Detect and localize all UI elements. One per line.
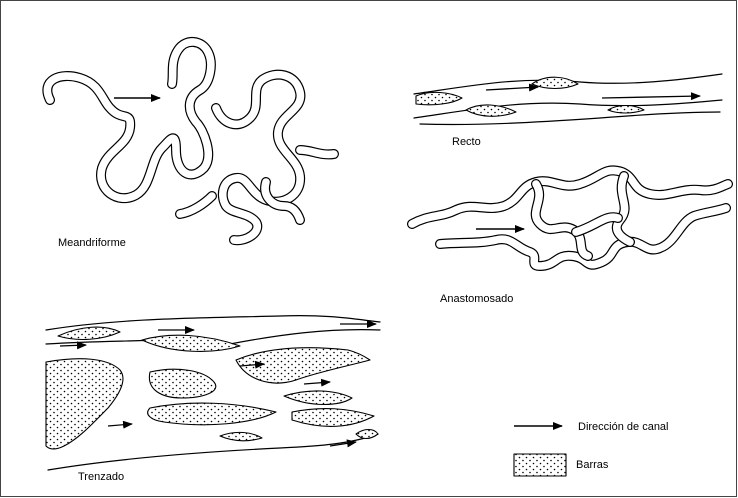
anastomosing-link-3 — [576, 217, 618, 232]
braided-bar-4 — [149, 369, 215, 398]
anastomosing-link-2 — [617, 176, 630, 242]
straight-bar-4 — [608, 106, 644, 114]
flow-arrow — [486, 87, 538, 90]
straight-bar-3 — [532, 77, 578, 88]
recto-label: Recto — [452, 136, 481, 148]
braided-bar-7 — [148, 403, 276, 425]
legend-direccion-label: Dirección de canal — [578, 421, 669, 433]
meandriforme-label: Meandriforme — [58, 237, 126, 249]
braided-bar-9 — [220, 432, 262, 440]
flow-arrow — [108, 424, 132, 426]
braided-bar-10 — [356, 430, 378, 439]
braided-bar-5 — [236, 348, 370, 383]
anastomosing-channel-figure — [412, 170, 728, 266]
flow-arrow — [602, 96, 700, 98]
braided-bar-8 — [292, 409, 374, 427]
legend: Dirección de canal Barras — [514, 421, 669, 476]
legend-barras-label: Barras — [576, 459, 609, 471]
anastomosing-upper-channel — [412, 170, 728, 224]
braided-channel-figure — [46, 316, 380, 470]
legend-bar-swatch — [514, 454, 566, 476]
straight-bar-2 — [466, 105, 516, 116]
braided-bar-3 — [46, 359, 123, 449]
braided-bar-1 — [58, 327, 120, 339]
trenzado-label: Trenzado — [78, 471, 124, 483]
oxbow-lake-1 — [180, 196, 212, 214]
meandering-channel-figure — [47, 42, 334, 240]
flow-arrow — [60, 345, 86, 346]
meander-channel-3 — [300, 150, 334, 154]
straight-bar-1 — [416, 92, 462, 104]
braided-bar-2 — [142, 335, 240, 351]
meander-channel-2 — [216, 75, 300, 241]
anastomosing-link-1 — [536, 184, 588, 256]
braided-bar-6 — [284, 391, 352, 405]
anastomosado-label: Anastomosado — [440, 293, 513, 305]
straight-channel-figure — [414, 74, 722, 125]
flow-arrow — [304, 382, 330, 384]
meander-channel-1 — [47, 42, 210, 198]
